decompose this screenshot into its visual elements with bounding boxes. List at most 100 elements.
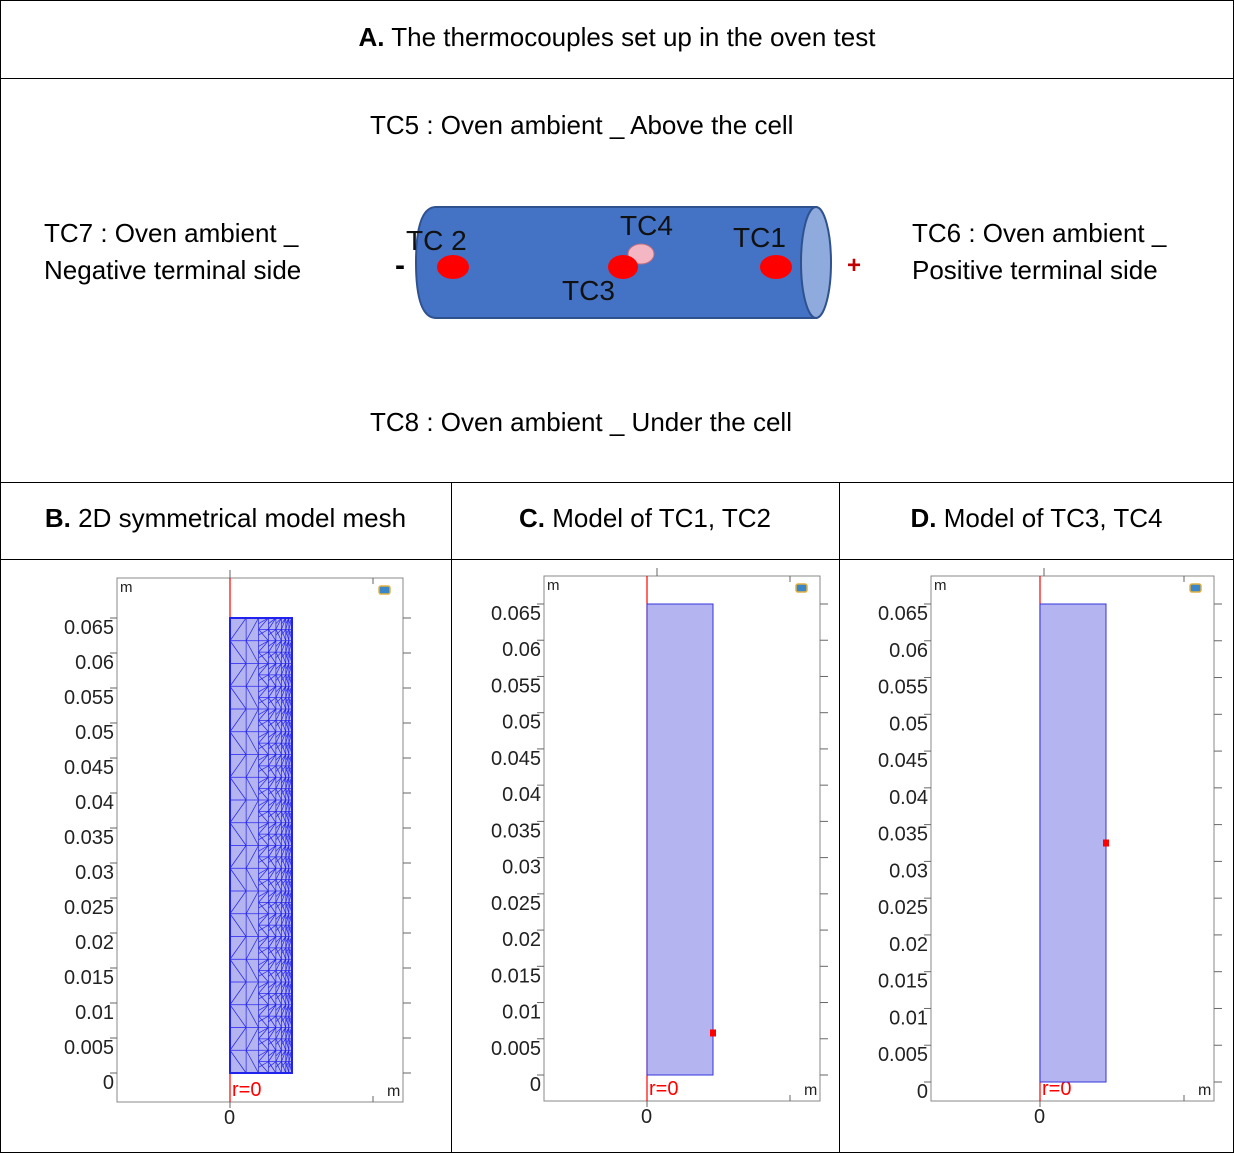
mesh-edge [258, 754, 269, 761]
mesh-edge [258, 731, 269, 744]
y-tick-label: 0 [530, 1074, 541, 1096]
mesh-edge [268, 617, 277, 624]
mesh-edge [288, 1061, 293, 1068]
mesh-edge [245, 663, 259, 687]
mesh-edge [275, 902, 282, 914]
mesh-edge [285, 731, 290, 738]
mesh-edge [275, 765, 282, 778]
mesh-edge [288, 833, 293, 840]
mesh-edge [275, 799, 282, 812]
mesh-edge [285, 652, 290, 664]
mesh-edge [258, 822, 269, 829]
mesh-edge [281, 1038, 287, 1051]
row-divider-1 [0, 78, 1234, 79]
mesh-edge [268, 868, 277, 880]
mesh-edge [288, 1038, 293, 1051]
mesh-edge [281, 993, 287, 1000]
mesh-edge [268, 629, 277, 636]
mesh-edge [258, 902, 269, 909]
y-tick-label: 0.065 [491, 603, 541, 625]
mesh-edge [285, 856, 290, 869]
mesh-edge [288, 902, 293, 909]
mesh-edge [281, 777, 287, 784]
mesh-edge [288, 913, 293, 920]
mesh-edge [268, 742, 277, 750]
tc8-label: TC8 : Oven ambient _ Under the cell [370, 407, 792, 437]
panel-d-title: Model of TC3, TC4 [943, 503, 1163, 533]
mesh-edge [275, 1015, 282, 1023]
mesh-edge [275, 970, 282, 977]
mesh-edge [275, 777, 282, 784]
y-tick-label: 0.035 [64, 827, 114, 849]
mesh-edge [281, 720, 287, 727]
mesh-edge [275, 674, 282, 681]
mesh-edge [268, 811, 277, 823]
mesh-edge [281, 936, 287, 943]
battery-cell-diagram: TC 2 TC4 TC3 TC1 - + [395, 206, 861, 319]
mesh-edge [275, 981, 282, 994]
mesh-edge [288, 890, 293, 903]
mesh-edge [285, 879, 290, 892]
mesh-edge [229, 1027, 247, 1051]
mesh-edge [288, 663, 293, 670]
mesh-edge [288, 811, 293, 818]
mesh-edge [268, 788, 277, 795]
mesh-edge [275, 708, 282, 715]
mesh-edge [288, 947, 293, 960]
mesh-edge [268, 981, 277, 994]
mesh-edge [275, 811, 282, 823]
mesh-edge [281, 936, 287, 948]
mesh-edge [285, 879, 290, 886]
panel-c-letter: C. [519, 503, 546, 533]
mesh-edge [275, 629, 282, 636]
y-tick-label: 0.01 [75, 1002, 114, 1024]
mesh-edge [275, 845, 282, 858]
mesh-edge [281, 959, 287, 971]
mesh-edge [275, 617, 282, 624]
r-zero-label: r=0 [649, 1078, 678, 1100]
mesh-edge [288, 720, 293, 727]
mesh-edge [281, 1016, 287, 1028]
mesh-edge [268, 867, 277, 875]
y-tick-label: 0.02 [502, 929, 541, 951]
tc7-label-line2: Negative terminal side [44, 255, 302, 285]
mesh-edge [268, 663, 277, 676]
mesh-edge [285, 777, 290, 789]
mesh-edge [268, 788, 277, 801]
mesh-edge [229, 777, 247, 801]
mesh-edge [288, 970, 293, 977]
mesh-edge [288, 1015, 293, 1022]
view-icon [1189, 583, 1202, 593]
mesh-edge [288, 879, 293, 886]
mesh-edge [281, 822, 287, 829]
mesh-edge [288, 993, 293, 1000]
mesh-edge [258, 629, 269, 641]
mesh-edge [281, 834, 287, 846]
mesh-edge [281, 890, 287, 903]
y-tick-label: 0.02 [889, 934, 928, 956]
row-divider-2 [0, 482, 1234, 483]
cell-positive-end [800, 206, 832, 319]
mesh-edge [258, 822, 269, 835]
mesh-edge [288, 799, 293, 806]
mesh-edge [281, 1015, 287, 1023]
mesh-edge [288, 981, 293, 988]
mesh-edge [281, 947, 287, 960]
y-tick-label: 0.04 [75, 792, 114, 814]
mesh-edge [275, 822, 282, 835]
mesh-edge [281, 947, 287, 954]
mesh-edge [245, 640, 259, 664]
mesh-edge [285, 902, 290, 909]
mesh-edge [281, 1027, 287, 1039]
mesh-edge [268, 708, 277, 721]
mesh-edge [258, 651, 269, 664]
mesh-edge [281, 617, 287, 624]
mesh-edge [285, 799, 290, 812]
mesh-edge [268, 947, 277, 954]
y-tick-label: 0.005 [878, 1044, 928, 1066]
mesh-edge [281, 754, 287, 761]
mesh-edge [258, 776, 269, 784]
mesh-edge [268, 640, 277, 653]
mesh-edge [275, 959, 282, 971]
mesh-edge [275, 822, 282, 829]
